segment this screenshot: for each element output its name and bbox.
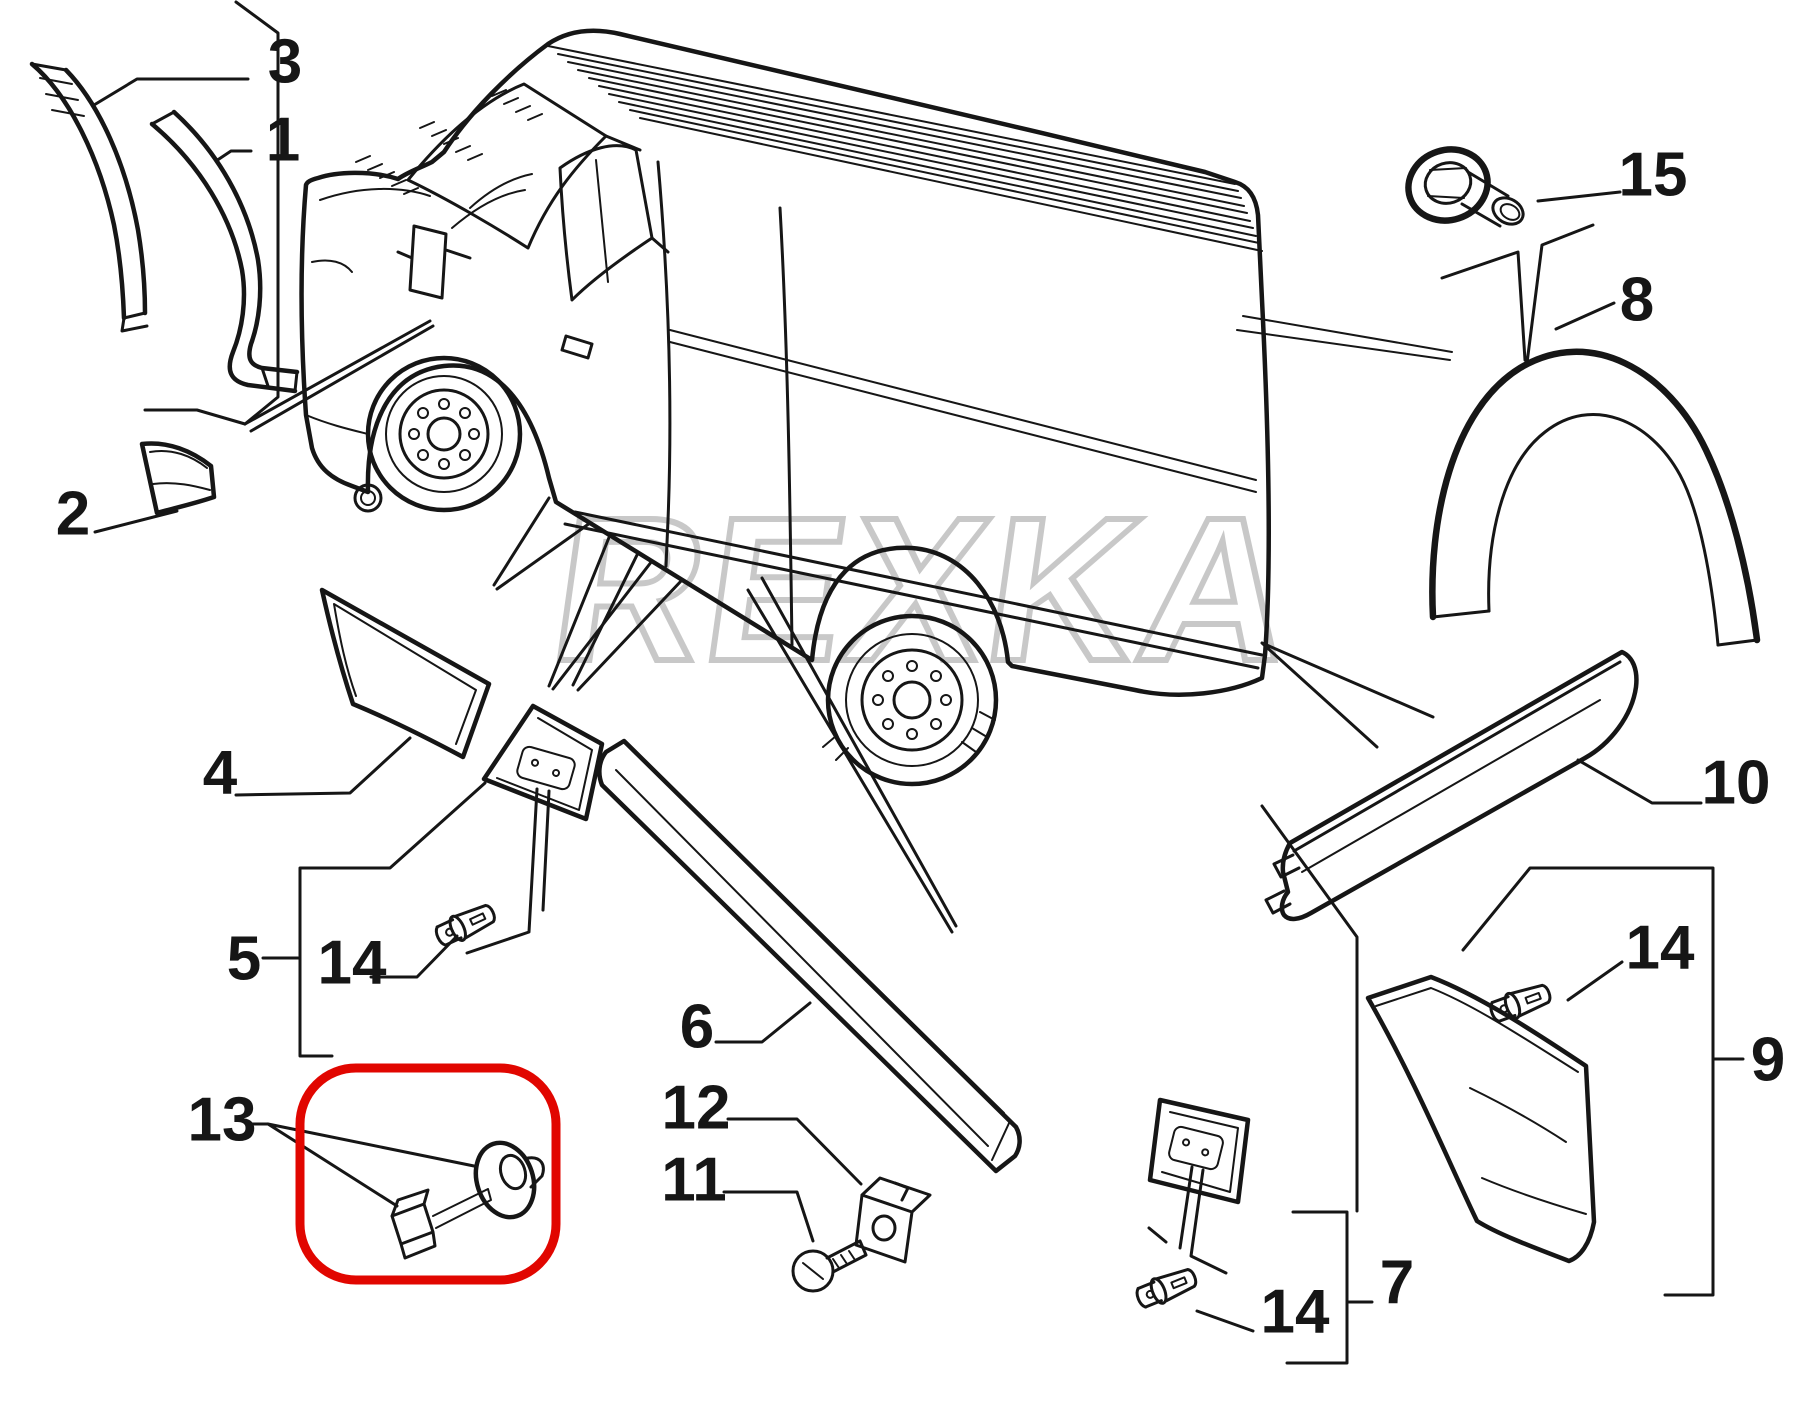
leader-14b: [1195, 1309, 1255, 1333]
callout-14a: 14: [318, 929, 387, 998]
rear-wheel: [822, 613, 999, 787]
part-14-clip-b: [1132, 1262, 1201, 1313]
callout-15: 15: [1619, 141, 1688, 210]
bracket-3-1: [143, 0, 280, 426]
leader-11: [722, 1190, 815, 1243]
part-4-moulding-panel: [319, 587, 492, 760]
van-illustration: [299, 28, 1271, 787]
hood-vents: [355, 89, 543, 195]
part-14-clip-c: [1486, 978, 1555, 1027]
leader-14c: [1566, 960, 1624, 1002]
part-13-grommet: [473, 1140, 545, 1220]
leader-14a: [369, 934, 459, 979]
sliding-door-seam: [778, 206, 794, 647]
part-1-arch-strip: [149, 109, 300, 394]
part-7-end-panel: [1147, 1097, 1251, 1205]
leader-8: [1554, 301, 1616, 331]
bracket-7: [1285, 1210, 1374, 1365]
bracket-9: [1461, 866, 1745, 1297]
callout-14c: 14: [1626, 914, 1695, 983]
part-6-long-moulding: [597, 738, 1022, 1174]
callout-13: 13: [188, 1086, 257, 1155]
leader-15: [1536, 190, 1622, 203]
leader-3: [92, 77, 250, 107]
callout-3: 3: [268, 28, 302, 97]
part-8-wheel-arch-trim: [1429, 348, 1761, 647]
callout-9: 9: [1751, 1026, 1785, 1095]
highlight-box: [295, 1063, 561, 1285]
leader-12: [726, 1117, 863, 1186]
callout-10: 10: [1702, 749, 1771, 818]
callout-1: 1: [266, 106, 300, 175]
callout-12: 12: [662, 1074, 731, 1143]
callout-7: 7: [1380, 1249, 1414, 1318]
emblem: [353, 483, 383, 513]
callout-14b: 14: [1261, 1278, 1330, 1347]
callout-2: 2: [56, 480, 90, 549]
callout-5: 5: [227, 925, 261, 994]
leader-6: [714, 1001, 812, 1044]
front-door-seam: [656, 160, 672, 568]
part-9-corner-moulding: [1365, 974, 1597, 1264]
callout-4: 4: [203, 739, 238, 808]
watermark: REXKA: [540, 475, 1310, 704]
part-10-long-moulding: [1264, 649, 1639, 922]
leader-4: [234, 736, 412, 797]
callout-6: 6: [680, 993, 714, 1062]
leader-13: [250, 1122, 476, 1208]
roof-ribs: [547, 45, 1263, 252]
front-wheel: [365, 355, 523, 513]
callout-11: 11: [661, 1146, 727, 1215]
part-5-moulding-panel: [481, 703, 605, 822]
part-14-clip-a: [431, 898, 500, 951]
part-2-corner-piece: [139, 441, 217, 516]
windshield: [406, 82, 608, 250]
van-body-outline: [299, 28, 1271, 697]
door-handle: [560, 334, 594, 360]
part-3-arch-strip: [29, 61, 149, 333]
door-window: [558, 144, 654, 302]
door-mirror: [396, 224, 472, 300]
part-15-flange-nut: [1405, 146, 1525, 228]
part-11-screw: [791, 1239, 868, 1293]
leader-2: [93, 509, 179, 534]
callout-8: 8: [1620, 266, 1654, 335]
part-12-clip-nut: [854, 1176, 932, 1264]
part-13-square-clip: [390, 1188, 492, 1260]
leader-1: [214, 149, 253, 163]
leader-10: [1576, 758, 1703, 805]
bracket-5: [261, 781, 487, 1058]
